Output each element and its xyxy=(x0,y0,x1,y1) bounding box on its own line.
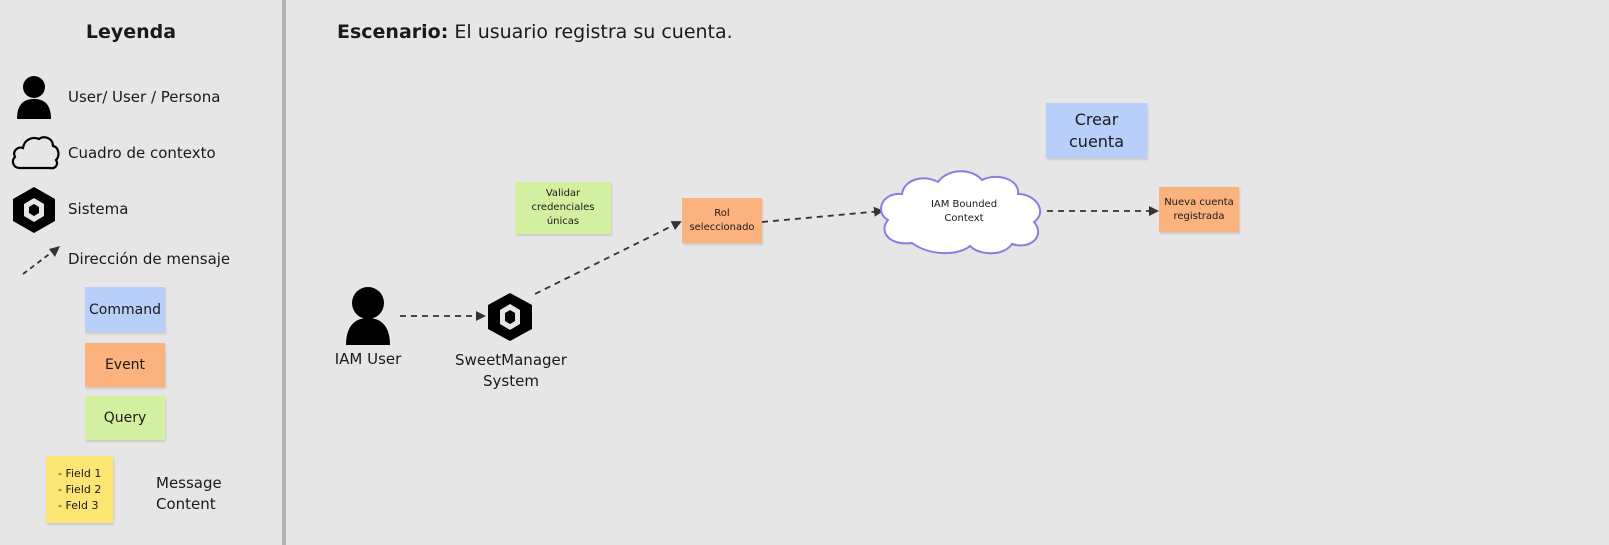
event-rol-seleccionado: Rol seleccionado xyxy=(682,198,762,243)
legend-label-direction: Dirección de mensaje xyxy=(68,250,231,268)
legend-item-user: User/ User / Persona xyxy=(0,74,280,124)
dashed-arrow-icon xyxy=(22,246,60,275)
query-line-2: credenciales xyxy=(531,202,595,213)
iam-user-label: IAM User xyxy=(334,350,402,368)
system-hexagon-icon xyxy=(13,187,55,233)
message-field-1: - Field 1 xyxy=(58,466,102,480)
scenario-title: Escenario: El usuario registra su cuenta… xyxy=(337,21,733,43)
command-line-1: Crear xyxy=(1074,109,1119,129)
event-result-line-1: Nueva cuenta xyxy=(1164,196,1234,208)
event-role-line-1: Rol xyxy=(714,207,730,219)
scenario-text: El usuario registra su cuenta. xyxy=(454,21,733,43)
message-label-line2: Content xyxy=(156,495,216,513)
system-label: SweetManager System xyxy=(450,350,572,392)
system-label-line2: System xyxy=(483,372,539,390)
legend-query-sticky: Query xyxy=(85,396,165,440)
context-label-line1: IAM Bounded xyxy=(930,199,998,210)
command-line-2: cuenta xyxy=(1069,131,1124,151)
sweetmanager-system-icon xyxy=(488,293,532,341)
event-role-line-2: seleccionado xyxy=(689,221,755,233)
event-nueva-cuenta-registrada: Nueva cuenta registrada xyxy=(1159,187,1239,232)
query-line-3: únicas xyxy=(546,216,580,227)
query-validar-credenciales: Validar credenciales únicas xyxy=(515,182,611,234)
legend-label-system: Sistema xyxy=(68,200,129,218)
iam-user-person-icon xyxy=(346,287,390,345)
event-result-line-2: registrada xyxy=(1173,210,1225,222)
legend-panel: Leyenda User/ User / Persona Cuadro de c… xyxy=(0,0,286,545)
arrow-role-to-context xyxy=(761,206,884,223)
message-label-line1: Message xyxy=(156,474,222,492)
legend-item-context: Cuadro de contexto xyxy=(0,134,280,184)
message-field-3: - Feld 3 xyxy=(58,498,99,512)
message-field-2: - Field 2 xyxy=(58,482,102,496)
legend-message-label: Message Content xyxy=(156,473,222,515)
legend-item-system: Sistema xyxy=(0,186,280,236)
context-label-line2: Context xyxy=(944,213,984,224)
legend-command-sticky: Command xyxy=(85,287,165,332)
legend-message-sticky: - Field 1 - Field 2 - Feld 3 xyxy=(46,456,113,523)
legend-label-user: User/ User / Persona xyxy=(68,88,221,106)
legend-title: Leyenda xyxy=(85,21,177,43)
scenario-prefix: Escenario: xyxy=(337,21,449,43)
cloud-icon xyxy=(11,136,60,170)
person-icon xyxy=(17,76,51,119)
system-label-line1: SweetManager xyxy=(455,351,567,369)
command-crear-cuenta: Crear cuenta xyxy=(1046,103,1147,158)
legend-event-sticky: Event xyxy=(85,343,165,387)
context-label: IAM Bounded Context xyxy=(912,198,1016,226)
query-line-1: Validar xyxy=(545,188,581,199)
legend-item-direction: Dirección de mensaje xyxy=(0,244,280,294)
legend-label-context: Cuadro de contexto xyxy=(68,144,216,162)
